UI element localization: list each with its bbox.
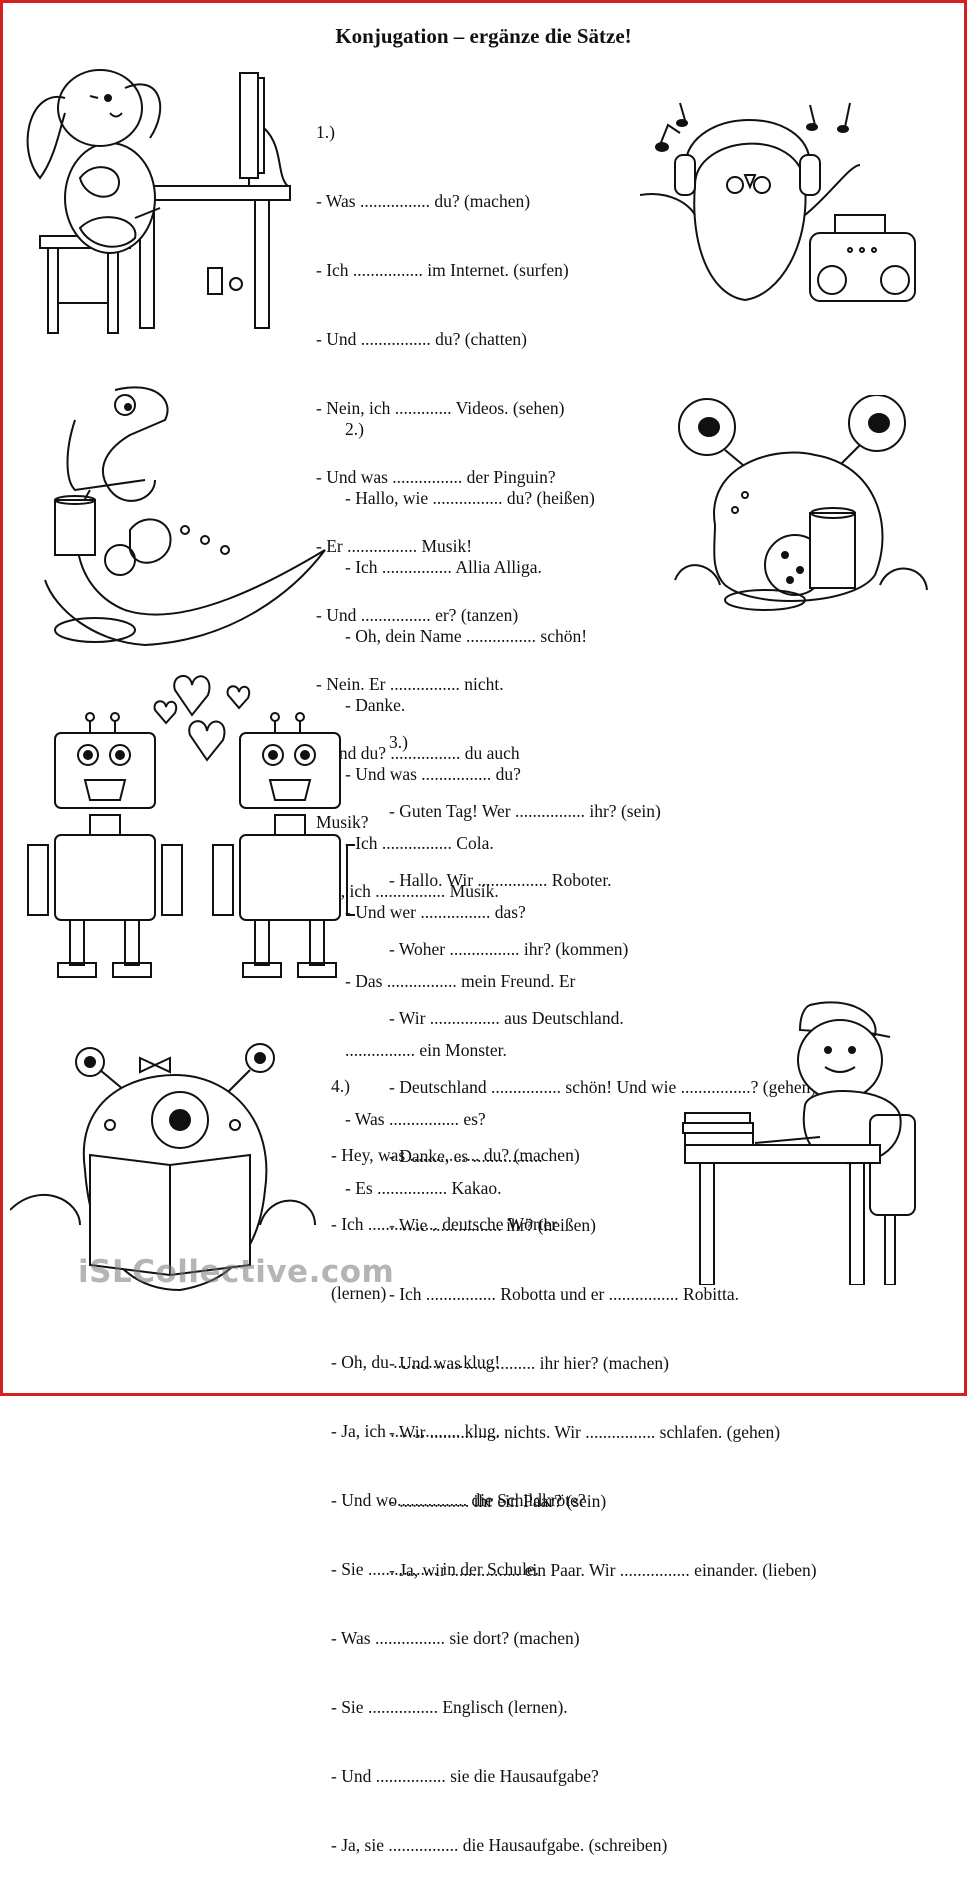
exercise-line: - Was ................ sie dort? (machen… xyxy=(331,1628,580,1648)
exercise-line: - Und ................ sie die Hausaufga… xyxy=(331,1766,599,1786)
exercise-line: - Es ................ Kakao. xyxy=(345,1178,502,1198)
exercise-line: - Nein, ich ............. Videos. (sehen… xyxy=(316,398,565,418)
exercise-line: - Ich ................ Cola. xyxy=(345,833,494,853)
exercise-line: - Und ................ er? (tanzen) xyxy=(316,605,519,625)
exercise-line: - Was ................ du? (machen) xyxy=(316,191,531,211)
exercise-line: - Hallo. Wir ................ Roboter. xyxy=(389,870,612,890)
exercise-line: Musik? xyxy=(316,812,369,832)
exercise-line: - Woher ................ ihr? (kommen) xyxy=(389,939,629,959)
section-2: 2.) - Hallo, wie ................ du? (h… xyxy=(345,372,595,1223)
exercise-line: - Hey, was ................ du? (machen) xyxy=(331,1145,580,1165)
exercise-line: - Sie ................ Englisch (lernen)… xyxy=(331,1697,568,1717)
exercise-line: - Und ................ du? (chatten) xyxy=(316,329,527,349)
exercise-line: - Guten Tag! Wer ................ ihr? (… xyxy=(389,801,661,821)
exercise-line: - Und wer ................ das? xyxy=(345,902,526,922)
turtle-at-desk-illustration xyxy=(680,995,925,1285)
exercise-line: - Und was ................ du? xyxy=(345,764,521,784)
exercise-line: ................ ein Monster. xyxy=(345,1040,507,1060)
two-robots-with-hearts-illustration xyxy=(20,665,355,985)
exercise-line: - Er ................ Musik! xyxy=(316,536,473,556)
exercise-line: - Wir ................ aus Deutschland. xyxy=(389,1008,624,1028)
exercise-line: - Ja, sie ................ die Hausaufga… xyxy=(331,1835,668,1855)
exercise-line: - Ich ................ deutsche Wörter xyxy=(331,1214,558,1234)
section-number: 1.) xyxy=(316,122,335,142)
page-frame xyxy=(0,0,967,1396)
exercise-line: - Ich ................ im Internet. (sur… xyxy=(316,260,569,280)
exercise-line: - Was ................ es? xyxy=(345,1109,486,1129)
worksheet-title: Konjugation – ergänze die Sätze! xyxy=(335,24,632,48)
exercise-line: - Nein. Er ................ nicht. xyxy=(316,674,504,694)
bunny-at-computer-illustration xyxy=(20,68,305,338)
exercise-line: - Deutschland ................ schön! Un… xyxy=(389,1077,817,1097)
exercise-line: - Und was ................ ihr hier? (ma… xyxy=(389,1353,669,1373)
exercise-line: - Und was ................ der Pinguin? xyxy=(316,467,556,487)
exercise-line: - Wie ................ ihr? (heißen) xyxy=(389,1215,596,1235)
exercise-line: - Oh, du ................klug! xyxy=(331,1352,501,1372)
monster-with-cookie-illustration xyxy=(665,395,935,625)
exercise-line: - Danke. xyxy=(345,695,406,715)
exercise-line: - Hallo, wie ................ du? (heiße… xyxy=(345,488,595,508)
crocodile-drinking-illustration xyxy=(35,380,335,660)
exercise-line: - Oh, dein Name ................ schön! xyxy=(345,626,588,646)
section-number: 4.) xyxy=(331,1076,350,1096)
watermark: iSLCollective.com xyxy=(78,1254,395,1290)
exercise-line: - Ich ................ Allia Alliga. xyxy=(345,557,542,577)
exercise-line: (lernen) xyxy=(331,1283,387,1303)
exercise-line: - Das ................ mein Freund. Er xyxy=(345,971,576,991)
exercise-line: - Ja, ich ................ klug. xyxy=(331,1421,501,1441)
exercise-line: - Ich ................ Robotta und er ..… xyxy=(389,1284,739,1304)
penguin-with-headphones-illustration xyxy=(640,95,920,310)
section-4: 4.) - Hey, was ................ du? (mac… xyxy=(331,1029,667,1880)
section-number: 2.) xyxy=(345,419,364,439)
exercise-line: - Danke, es ................ xyxy=(389,1146,543,1166)
exercise-line: - Sie ................ in der Schule. xyxy=(331,1559,540,1579)
section-number: 3.) xyxy=(389,732,408,752)
exercise-line: - Und wo................ die Schildkröte… xyxy=(331,1490,586,1510)
reading-monster-illustration xyxy=(10,1040,320,1310)
